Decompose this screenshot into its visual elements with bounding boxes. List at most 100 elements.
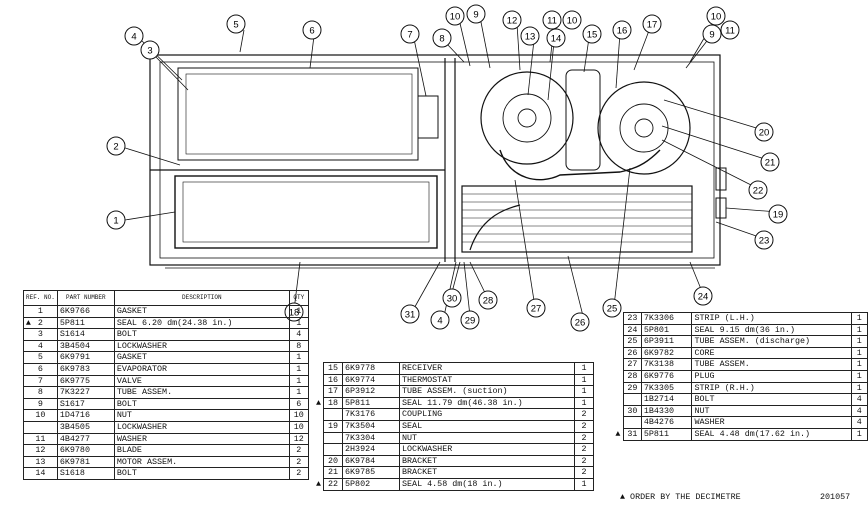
- qty-text: 2: [581, 467, 587, 478]
- qty-text: 4: [856, 405, 862, 416]
- part-number-cell: 3B4504: [56, 339, 115, 353]
- part-number-cell: S1617: [56, 397, 115, 411]
- part-number-cell: 6K9783: [56, 362, 115, 376]
- ref-no-cell: [323, 408, 343, 421]
- description-cell: COUPLING: [399, 408, 575, 421]
- part-text: 6K9783: [59, 364, 90, 375]
- no-text: 11: [35, 433, 46, 444]
- ref-no-cell: 12: [23, 444, 58, 457]
- part-number-cell: 3B4505: [56, 420, 115, 434]
- no-text: 30: [627, 405, 638, 416]
- callout-circle: [602, 298, 622, 318]
- description-cell: LOCKWASHER: [113, 339, 290, 353]
- desc-text: BRACKET: [402, 467, 438, 478]
- callout-circle: [706, 6, 726, 26]
- callout-number: 31: [405, 310, 416, 321]
- callout-number: 21: [765, 158, 776, 169]
- part-number-cell: 6K9781: [56, 455, 115, 469]
- desc-text: TUBE ASSEM. (suction): [402, 386, 508, 397]
- no-text: 4: [37, 340, 43, 351]
- part-number-cell: 6K9791: [56, 351, 115, 364]
- figure-id: 201057: [820, 492, 851, 502]
- description-cell: BRACKET: [399, 454, 575, 468]
- desc-text: GASKET: [116, 306, 147, 317]
- qty-cell: 1: [574, 477, 594, 491]
- part-number-cell: 7K3176: [342, 408, 400, 421]
- qty-text: 2: [581, 432, 587, 443]
- callout-number: 10: [711, 12, 722, 23]
- callout-27: 27: [526, 298, 546, 318]
- qty-cell: 1: [574, 385, 594, 398]
- callout-13: 13: [520, 26, 540, 46]
- qty-cell: 2: [288, 467, 309, 480]
- qty-cell: 2: [288, 444, 309, 457]
- ref-no-cell: 5: [23, 351, 58, 364]
- callout-16: 16: [612, 20, 632, 40]
- part-number-cell: 7K3304: [342, 431, 400, 445]
- qty-text: 1: [581, 479, 587, 490]
- no-text: 20: [327, 455, 339, 466]
- desc-text: LOCKWASHER: [116, 340, 168, 351]
- desc-text: PLUG: [694, 371, 715, 382]
- part-number-cell: 1B4330: [640, 404, 693, 418]
- desc-text: TUBE ASSEM.: [694, 359, 750, 370]
- housing-outline: [149, 54, 721, 266]
- callout-1: 1: [106, 210, 126, 230]
- part-number-cell: 6K9776: [640, 369, 693, 383]
- no-text: 2: [37, 317, 43, 328]
- part-number-cell: 6K9774: [342, 373, 400, 387]
- desc-text: LOCKWASHER: [402, 444, 453, 455]
- qty-text: 2: [296, 445, 302, 456]
- no-text: 24: [627, 324, 638, 335]
- callout-number: 11: [547, 16, 557, 27]
- part-text: 4B4276: [643, 417, 674, 428]
- evaporator-core: [174, 175, 438, 249]
- callout-number: 14: [551, 34, 562, 45]
- callout-number: 9: [473, 10, 478, 21]
- part-text: 7K3304: [345, 432, 376, 443]
- description-cell: NUT: [691, 404, 852, 418]
- callout-21: 21: [760, 152, 780, 172]
- ref-no-cell: [323, 431, 343, 445]
- callout-14: 14: [546, 28, 566, 48]
- callout-number: 15: [587, 30, 598, 41]
- callout-circle: [226, 14, 246, 34]
- callout-circle: [430, 310, 450, 330]
- evaporator-top: [177, 67, 419, 161]
- ref-no-cell: 17: [323, 385, 343, 398]
- part-number-cell: 6K9785: [342, 466, 400, 479]
- part-text: 6K9774: [345, 374, 376, 385]
- no-text: 22: [327, 479, 339, 490]
- callout-10: 10: [706, 6, 726, 26]
- callout-9: 9: [702, 24, 722, 44]
- qty-text: 2: [581, 421, 587, 432]
- qty-cell: 2: [574, 443, 594, 456]
- qty-text: 1: [581, 374, 587, 385]
- desc-text: CORE: [694, 347, 715, 358]
- callout-circle: [442, 288, 462, 308]
- qty-cell: 1: [288, 305, 309, 318]
- table-row: 2H3924 LOCKWASHER 2: [323, 443, 594, 456]
- callout-circle: [642, 14, 662, 34]
- callout-circle: [400, 304, 420, 324]
- no-text: 7: [37, 375, 43, 386]
- no-text: 21: [327, 467, 339, 478]
- description-cell: EVAPORATOR: [113, 362, 290, 376]
- description-cell: THERMOSTAT: [399, 373, 575, 387]
- ref-no-cell: [23, 420, 58, 434]
- ref-no-cell: [323, 443, 343, 456]
- description-cell: TUBE ASSEM.: [113, 386, 290, 399]
- description-cell: SEAL 4.48 dm(17.62 in.): [691, 427, 852, 441]
- no-text: 13: [35, 456, 46, 467]
- callout-circle: [768, 204, 788, 224]
- part-text: 2H3924: [345, 444, 376, 455]
- ref-no-cell: 7: [23, 374, 58, 388]
- qty-cell: 2: [574, 408, 594, 421]
- qty-cell: 4: [288, 328, 309, 341]
- callout-number: 4: [131, 32, 136, 43]
- callout-number: 24: [698, 292, 709, 303]
